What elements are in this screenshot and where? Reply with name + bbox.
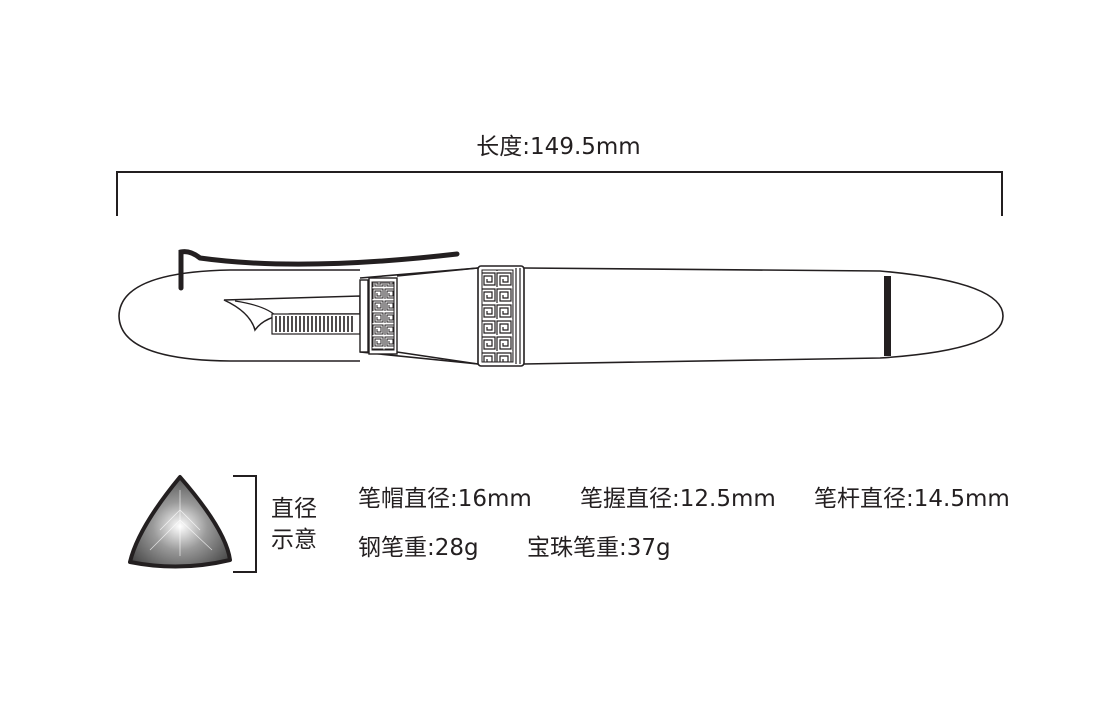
cap-diameter-spec: 笔帽直径:16mm xyxy=(358,486,532,512)
diameter-legend-title-line1: 直径 xyxy=(271,496,317,522)
fountain-pen-weight-spec: 钢笔重:28g xyxy=(358,535,479,561)
rear-decorative-ring xyxy=(477,265,525,367)
length-label: 长度:149.5mm xyxy=(476,134,641,160)
clip xyxy=(178,249,460,291)
barrel xyxy=(523,267,1004,365)
barrel-end-band xyxy=(884,276,891,356)
barrel-diameter-spec: 笔杆直径:14.5mm xyxy=(814,486,1010,512)
triangle-cross-section-icon xyxy=(128,475,232,569)
feed xyxy=(271,313,361,335)
rollerball-weight-spec: 宝珠笔重:37g xyxy=(527,535,671,561)
length-dimension-bracket xyxy=(116,171,1003,216)
diameter-legend-bracket xyxy=(233,475,257,573)
diameter-legend-title-line2: 示意 xyxy=(271,527,317,553)
front-decorative-ring xyxy=(359,277,398,355)
nib xyxy=(223,295,361,335)
grip-diameter-spec: 笔握直径:12.5mm xyxy=(580,486,776,512)
